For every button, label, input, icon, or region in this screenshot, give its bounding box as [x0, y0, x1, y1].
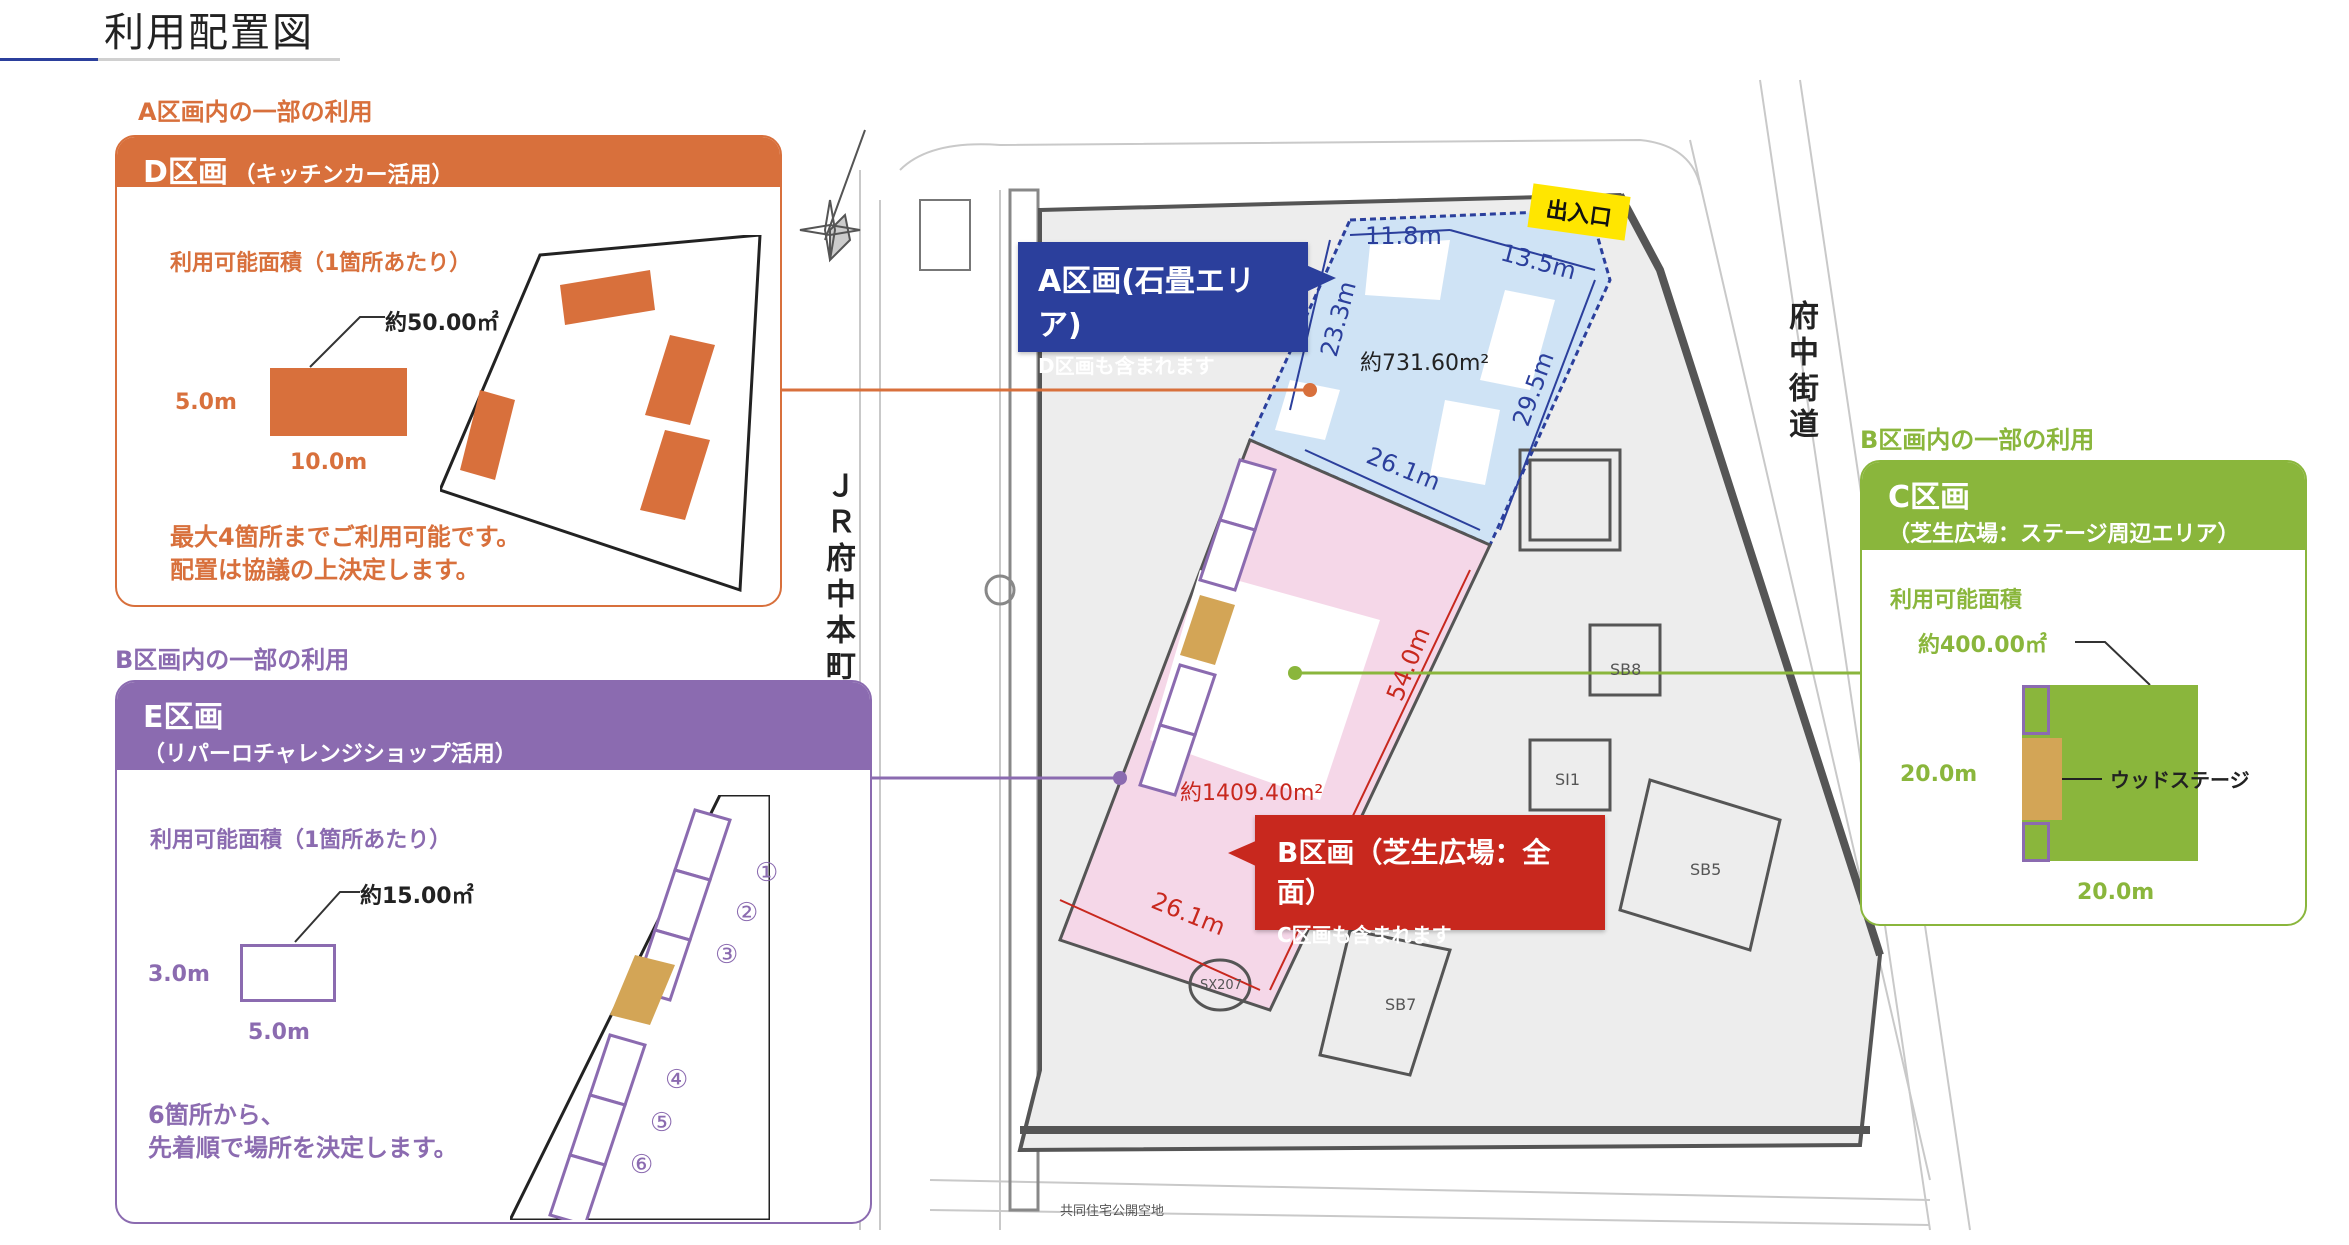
d-heading-sub: （キッチンカー活用） [233, 163, 454, 188]
title-underline-accent [0, 58, 98, 61]
c-area-label: 利用可能面積 [1890, 588, 2023, 613]
si1-label: SI1 [1555, 770, 1581, 789]
e-zone-slots [1138, 458, 1277, 797]
e-heading-sub: （リパーロチャレンジショップ活用） [143, 742, 517, 767]
d-note-line2: 配置は協議の上決定します。 [170, 556, 480, 584]
c-above-label: B区画内の一部の利用 [1860, 426, 2095, 454]
e-slot-5: ⑤ [650, 1108, 674, 1138]
sb7-label: SB7 [1385, 995, 1417, 1014]
site-east-wall [1616, 193, 1884, 957]
c-heading: C区画 [1888, 480, 1971, 515]
a-area-label: 約731.60m² [1360, 351, 1490, 376]
e-leader-dot [1113, 771, 1127, 785]
d-heading: D区画 [143, 155, 228, 190]
zone-b-callout-title: B区画（芝生広場：全面） [1277, 836, 1551, 909]
manhole-icon [984, 574, 1016, 606]
sb8-label: SB8 [1610, 660, 1642, 679]
e-slot-4: ④ [665, 1065, 689, 1095]
c-height-label: 20.0m [1900, 762, 1978, 787]
stairs-icon [919, 199, 971, 271]
d-kitchen-car-box [270, 368, 407, 436]
e-width-label: 5.0m [248, 1020, 310, 1045]
c-panel-header: C区画 （芝生広場：ステージ周辺エリア） [1862, 462, 2305, 550]
d-panel-header: D区画 （キッチンカー活用） [117, 137, 780, 190]
c-stage-slot-top [2022, 685, 2050, 735]
e-note-line2: 先着順で場所を決定します。 [148, 1134, 458, 1162]
zone-a-callout-title: A区画(石畳エリア) [1038, 264, 1255, 343]
d-area-pointer-line [309, 316, 385, 368]
e-layout-diagram [510, 795, 770, 1220]
e-slot-3: ③ [715, 940, 739, 970]
c-area-pointer-line [2075, 641, 2151, 686]
zone-a-callout-sub: D区画も含まれます [1038, 354, 1215, 378]
zone-b-callout-sub: C区画も含まれます [1277, 923, 1452, 947]
zone-b-callout: B区画（芝生広場：全面） C区画も含まれます [1255, 815, 1605, 947]
zone-b-callout-pointer [1228, 840, 1258, 867]
e-slot-6: ⑥ [630, 1150, 654, 1180]
page-title: 利用配置図 [104, 10, 314, 56]
c-width-label: 20.0m [2077, 880, 2155, 905]
sb5-label: SB5 [1690, 860, 1722, 879]
d-height-label: 5.0m [175, 390, 237, 415]
e-shop-box [240, 944, 336, 1002]
d-leader-dot [1303, 383, 1317, 397]
c-stage-slot-bottom [2022, 822, 2050, 862]
e-above-label: B区画内の一部の利用 [115, 646, 350, 674]
e-height-label: 3.0m [148, 962, 210, 987]
d-note-line1: 最大4箇所までご利用可能です。 [170, 523, 521, 551]
d-area-label: 利用可能面積（1箇所あたり） [170, 251, 472, 276]
c-leader-dot [1288, 666, 1302, 680]
e-note-line1: 6箇所から、 [148, 1101, 285, 1129]
e-area-label: 利用可能面積（1箇所あたり） [150, 828, 452, 853]
e-panel-header: E区画 （リパーロチャレンジショップ活用） [117, 682, 870, 770]
sx207-label: SX207 [1200, 978, 1242, 993]
c-wood-stage [2022, 738, 2062, 820]
zone-a-dimensions [1289, 229, 1596, 531]
c-heading-sub: （芝生広場：ステージ周辺エリア） [1888, 522, 2240, 547]
e-heading: E区画 [143, 700, 224, 735]
site-structures [1188, 448, 1782, 1077]
bottom-note-label: 共同住宅公開空地 [1060, 1204, 1165, 1219]
kitchen-car-spots [1275, 240, 1555, 485]
d-above-label: A区画内の一部の利用 [138, 98, 373, 126]
e-area-pointer-line [294, 891, 360, 943]
e-slot-1: ① [755, 858, 779, 888]
a-top-dim: 11.8m [1365, 222, 1442, 250]
d-layout-diagram [440, 235, 762, 593]
e-slot-2: ② [735, 898, 759, 928]
d-width-label: 10.0m [290, 450, 368, 475]
zone-a-callout: A区画(石畳エリア) D区画も含まれます [1018, 242, 1308, 378]
zone-a-callout-pointer [1306, 265, 1336, 292]
d-area-value: 約50.00㎡ [385, 311, 499, 336]
e-area-value: 約15.00㎡ [360, 884, 474, 909]
title-underline [0, 58, 340, 61]
c-stage-label: ウッドステージ [2110, 768, 2250, 792]
c-area-value: 約400.00㎡ [1918, 633, 2047, 658]
c-stage-pointer [2062, 778, 2102, 780]
stage-marker [1180, 595, 1235, 665]
compass-icon [799, 129, 866, 263]
road-label: 府中街道 [1783, 300, 1818, 444]
b-area-label: 約1409.40m² [1180, 781, 1324, 806]
